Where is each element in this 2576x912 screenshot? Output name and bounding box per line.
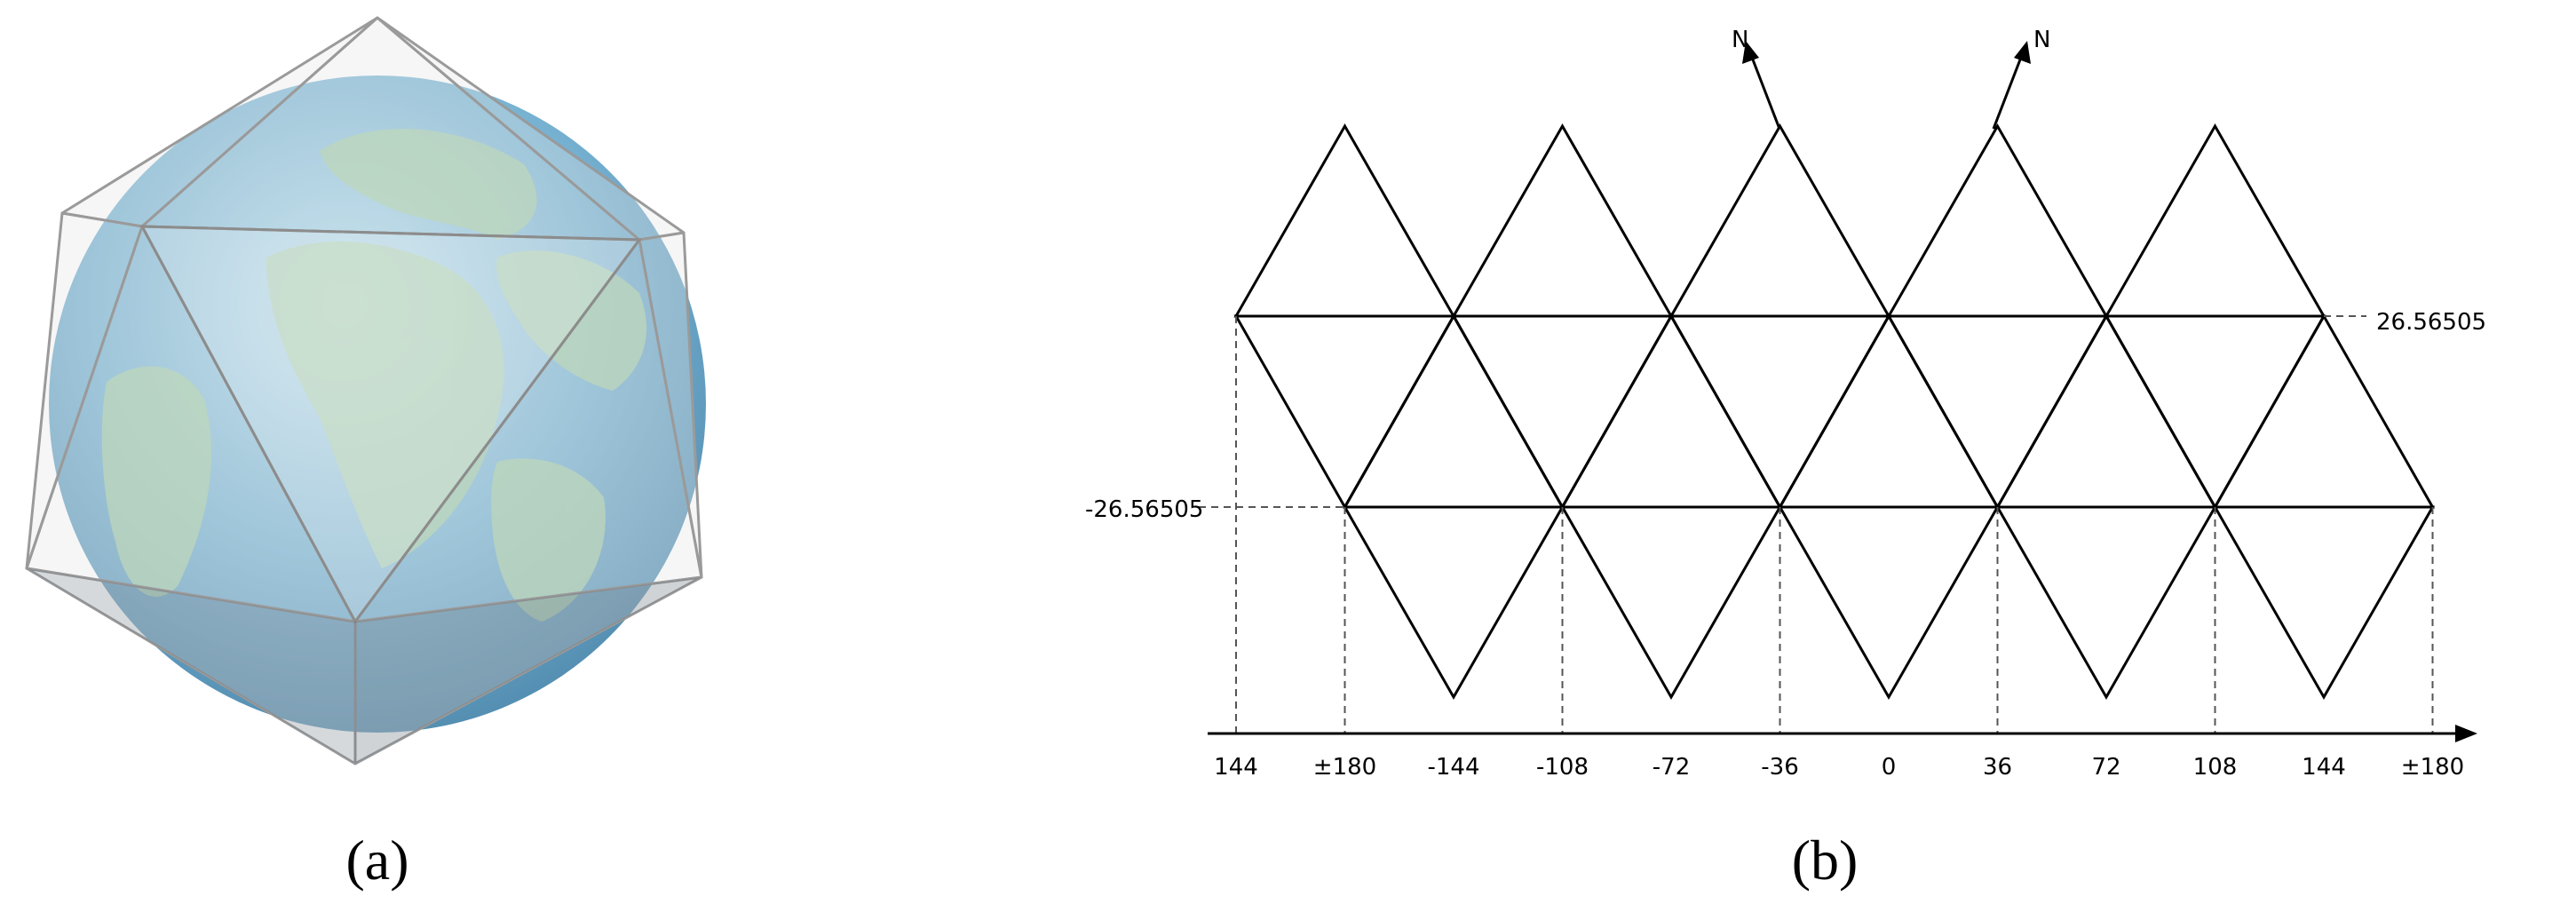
net-face-middle-down [1451,314,1674,511]
net-face-middle-up [1559,313,1783,509]
longitude-tick-labels: 144 ±180 -144 -108 -72 -36 0 36 72 108 144 ±180 [1214,754,2464,781]
net-face-south [1559,505,1783,701]
net-face-middle-up [2212,313,2436,509]
land-masses [101,128,647,622]
longitude-tick-label: 72 [2091,754,2120,781]
net-face-middle-down [1886,314,2109,511]
dashed-guides [1199,315,2434,734]
net-face-south [1994,505,2218,701]
longitude-tick-label: -144 [1427,754,1479,781]
north-arrowhead [1742,41,1759,64]
net-face-middle-down [2104,314,2326,511]
latitude-label-lower: -26.56505 [1085,496,1203,523]
net-face-middle-up [1994,313,2218,509]
icosahedron-frame [25,16,703,765]
panel-label-a: (a) [345,829,408,892]
icosahedron-net-diagram: N N 26.56505 -26.56505 144 ±180 -144 -108 -7… [1085,27,2486,781]
longitude-tick-label: ±180 [2401,754,2464,781]
net-face-middle-up [1342,313,1565,509]
net-face-middle-up [1777,313,2001,509]
longitude-tick-label: 36 [1983,754,2012,781]
north-arrow-line [1749,54,1781,130]
net-face-north [1886,123,2109,318]
longitude-tick-label: -72 [1653,754,1690,781]
longitude-tick-label: 144 [2302,754,2346,781]
lower-facet [355,577,701,764]
net-face-middle-down [1233,314,1456,511]
net-face-north [1668,123,1891,318]
lower-facet [27,568,355,764]
longitude-tick-label: ±180 [1313,754,1376,781]
icosahedron-globe-illustration [25,16,706,765]
front-face [139,225,642,624]
north-arrowhead [2014,41,2031,64]
longitude-tick-label: 0 [1882,754,1897,781]
longitude-tick-label: 108 [2193,754,2238,781]
net-face-south [2212,505,2436,701]
net-face-middle-down [1668,314,1891,511]
panel-label-b: (b) [1792,829,1859,892]
net-triangles [1233,123,2436,701]
net-face-north [1233,123,1456,318]
net-face-north [1451,123,1674,318]
north-arrow-line [1992,54,2024,130]
net-face-south [1342,505,1565,701]
net-face-north [2104,123,2326,318]
axis-arrowhead [2455,725,2477,742]
latitude-label-upper: 26.56505 [2376,309,2486,336]
longitude-tick-label: -36 [1761,754,1798,781]
north-label: N [2033,27,2050,53]
longitude-tick-label: 144 [1214,754,1258,781]
net-face-south [1777,505,2001,701]
north-label: N [1732,27,1748,53]
longitude-tick-label: -108 [1536,754,1589,781]
